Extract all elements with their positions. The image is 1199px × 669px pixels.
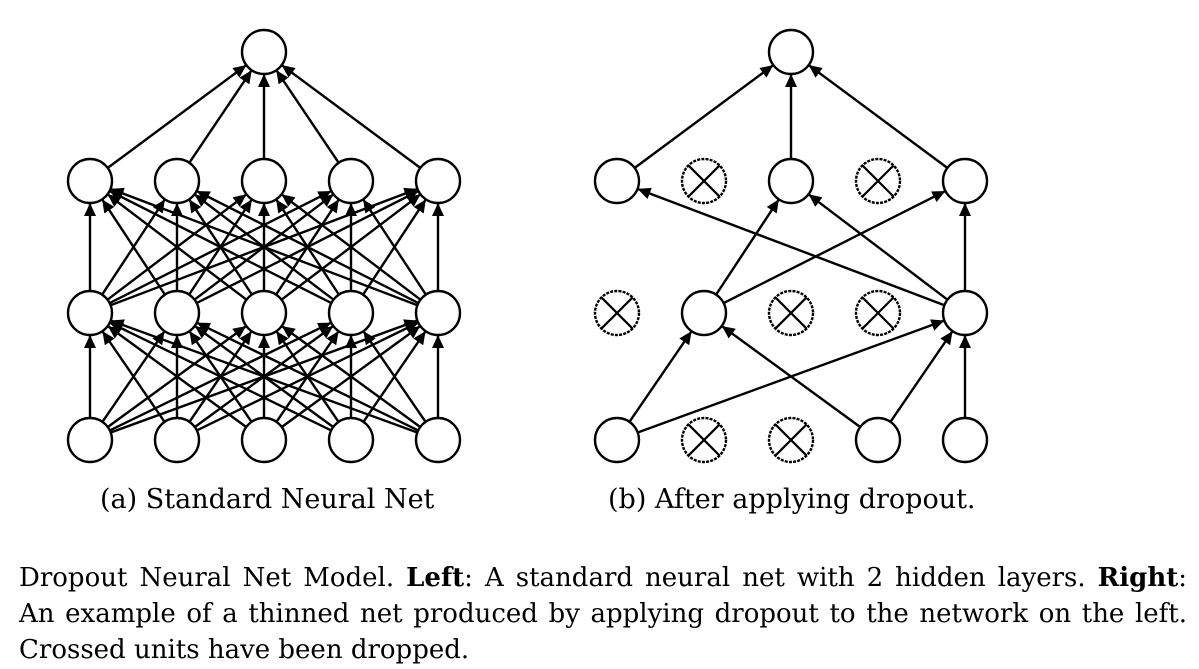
input-unit [153, 416, 201, 464]
connection-arrow [721, 325, 861, 428]
hidden2-unit [240, 157, 288, 205]
connection-arrow [188, 70, 253, 164]
cross-mark [687, 423, 721, 457]
connection-arrow [102, 331, 166, 423]
hidden2-unit [153, 157, 201, 205]
input-unit [941, 416, 989, 464]
hidden2-unit [414, 157, 462, 205]
connection-arrow [107, 325, 247, 428]
connection-arrow [196, 322, 419, 432]
dropped-hidden2-unit [854, 157, 902, 205]
hidden1-unit [941, 289, 989, 337]
hidden1-unit [153, 289, 201, 337]
dropped-hidden1-unit [767, 289, 815, 337]
connection-arrow [281, 193, 422, 301]
connection-arrow [109, 322, 332, 432]
input-unit [854, 416, 902, 464]
caption-right-label: Right [1097, 563, 1179, 593]
input-unit [414, 416, 462, 464]
cross-mark [861, 296, 895, 330]
connection-arrow [110, 187, 418, 307]
dropout-net-panel [593, 28, 989, 464]
standard-net-caption: (a) Standard Neural Net [100, 484, 435, 515]
caption-intro: Dropout Neural Net Model. [19, 563, 407, 593]
input-unit [66, 416, 114, 464]
connection-arrow [628, 331, 692, 423]
caption-line-3: Crossed units have been dropped. [19, 635, 470, 665]
figure-caption: Dropout Neural Net Model. Left: A standa… [19, 560, 1187, 668]
dropped-hidden2-unit [680, 157, 728, 205]
connection-arrow [808, 193, 949, 301]
connection-arrow [889, 331, 953, 423]
hidden2-unit [593, 157, 641, 205]
dropout-diagram [66, 28, 989, 464]
output-unit [767, 28, 815, 76]
standard-net-panel [66, 28, 462, 464]
connection-arrow [281, 325, 421, 428]
connection-arrow [362, 199, 427, 296]
cross-mark [600, 296, 634, 330]
dropped-input-unit [767, 416, 815, 464]
connection-arrow [106, 64, 247, 169]
connection-arrow [723, 190, 946, 305]
connection-arrow [109, 190, 332, 305]
dropped-hidden1-unit [854, 289, 902, 337]
cross-mark [774, 296, 808, 330]
caption-line-1: Dropout Neural Net Model. Left: A standa… [19, 560, 1187, 596]
input-unit [240, 416, 288, 464]
hidden1-unit [240, 289, 288, 337]
connection-arrow [110, 319, 418, 434]
dropout-net-caption: (b) After applying dropout. [608, 484, 976, 515]
connection-arrow [363, 331, 427, 423]
hidden1-unit [680, 289, 728, 337]
hidden1-unit [414, 289, 462, 337]
cross-mark [774, 423, 808, 457]
hidden2-unit [941, 157, 989, 205]
output-unit [240, 28, 288, 76]
dropped-input-unit [680, 416, 728, 464]
cross-mark [861, 164, 895, 198]
cross-mark [687, 164, 721, 198]
input-unit [593, 416, 641, 464]
connection-arrow [633, 64, 774, 169]
caption-colon: : [1178, 563, 1187, 593]
caption-left-label: Left [406, 563, 465, 593]
connection-arrow [281, 64, 422, 169]
hidden2-unit [327, 157, 375, 205]
hidden1-unit [66, 289, 114, 337]
caption-line-2: An example of a thinned net produced by … [19, 599, 1187, 629]
connection-arrow [808, 64, 949, 169]
connection-arrow [196, 190, 419, 305]
connection-arrow [715, 199, 780, 296]
hidden1-unit [327, 289, 375, 337]
dropped-hidden1-unit [593, 289, 641, 337]
hidden2-unit [767, 157, 815, 205]
connection-arrow [101, 199, 166, 296]
hidden2-unit [66, 157, 114, 205]
connection-arrow [637, 187, 945, 307]
input-unit [327, 416, 375, 464]
connection-arrow [275, 70, 340, 164]
caption-left-desc: : A standard neural net with 2 hidden la… [464, 563, 1098, 593]
connection-arrow [107, 193, 248, 301]
